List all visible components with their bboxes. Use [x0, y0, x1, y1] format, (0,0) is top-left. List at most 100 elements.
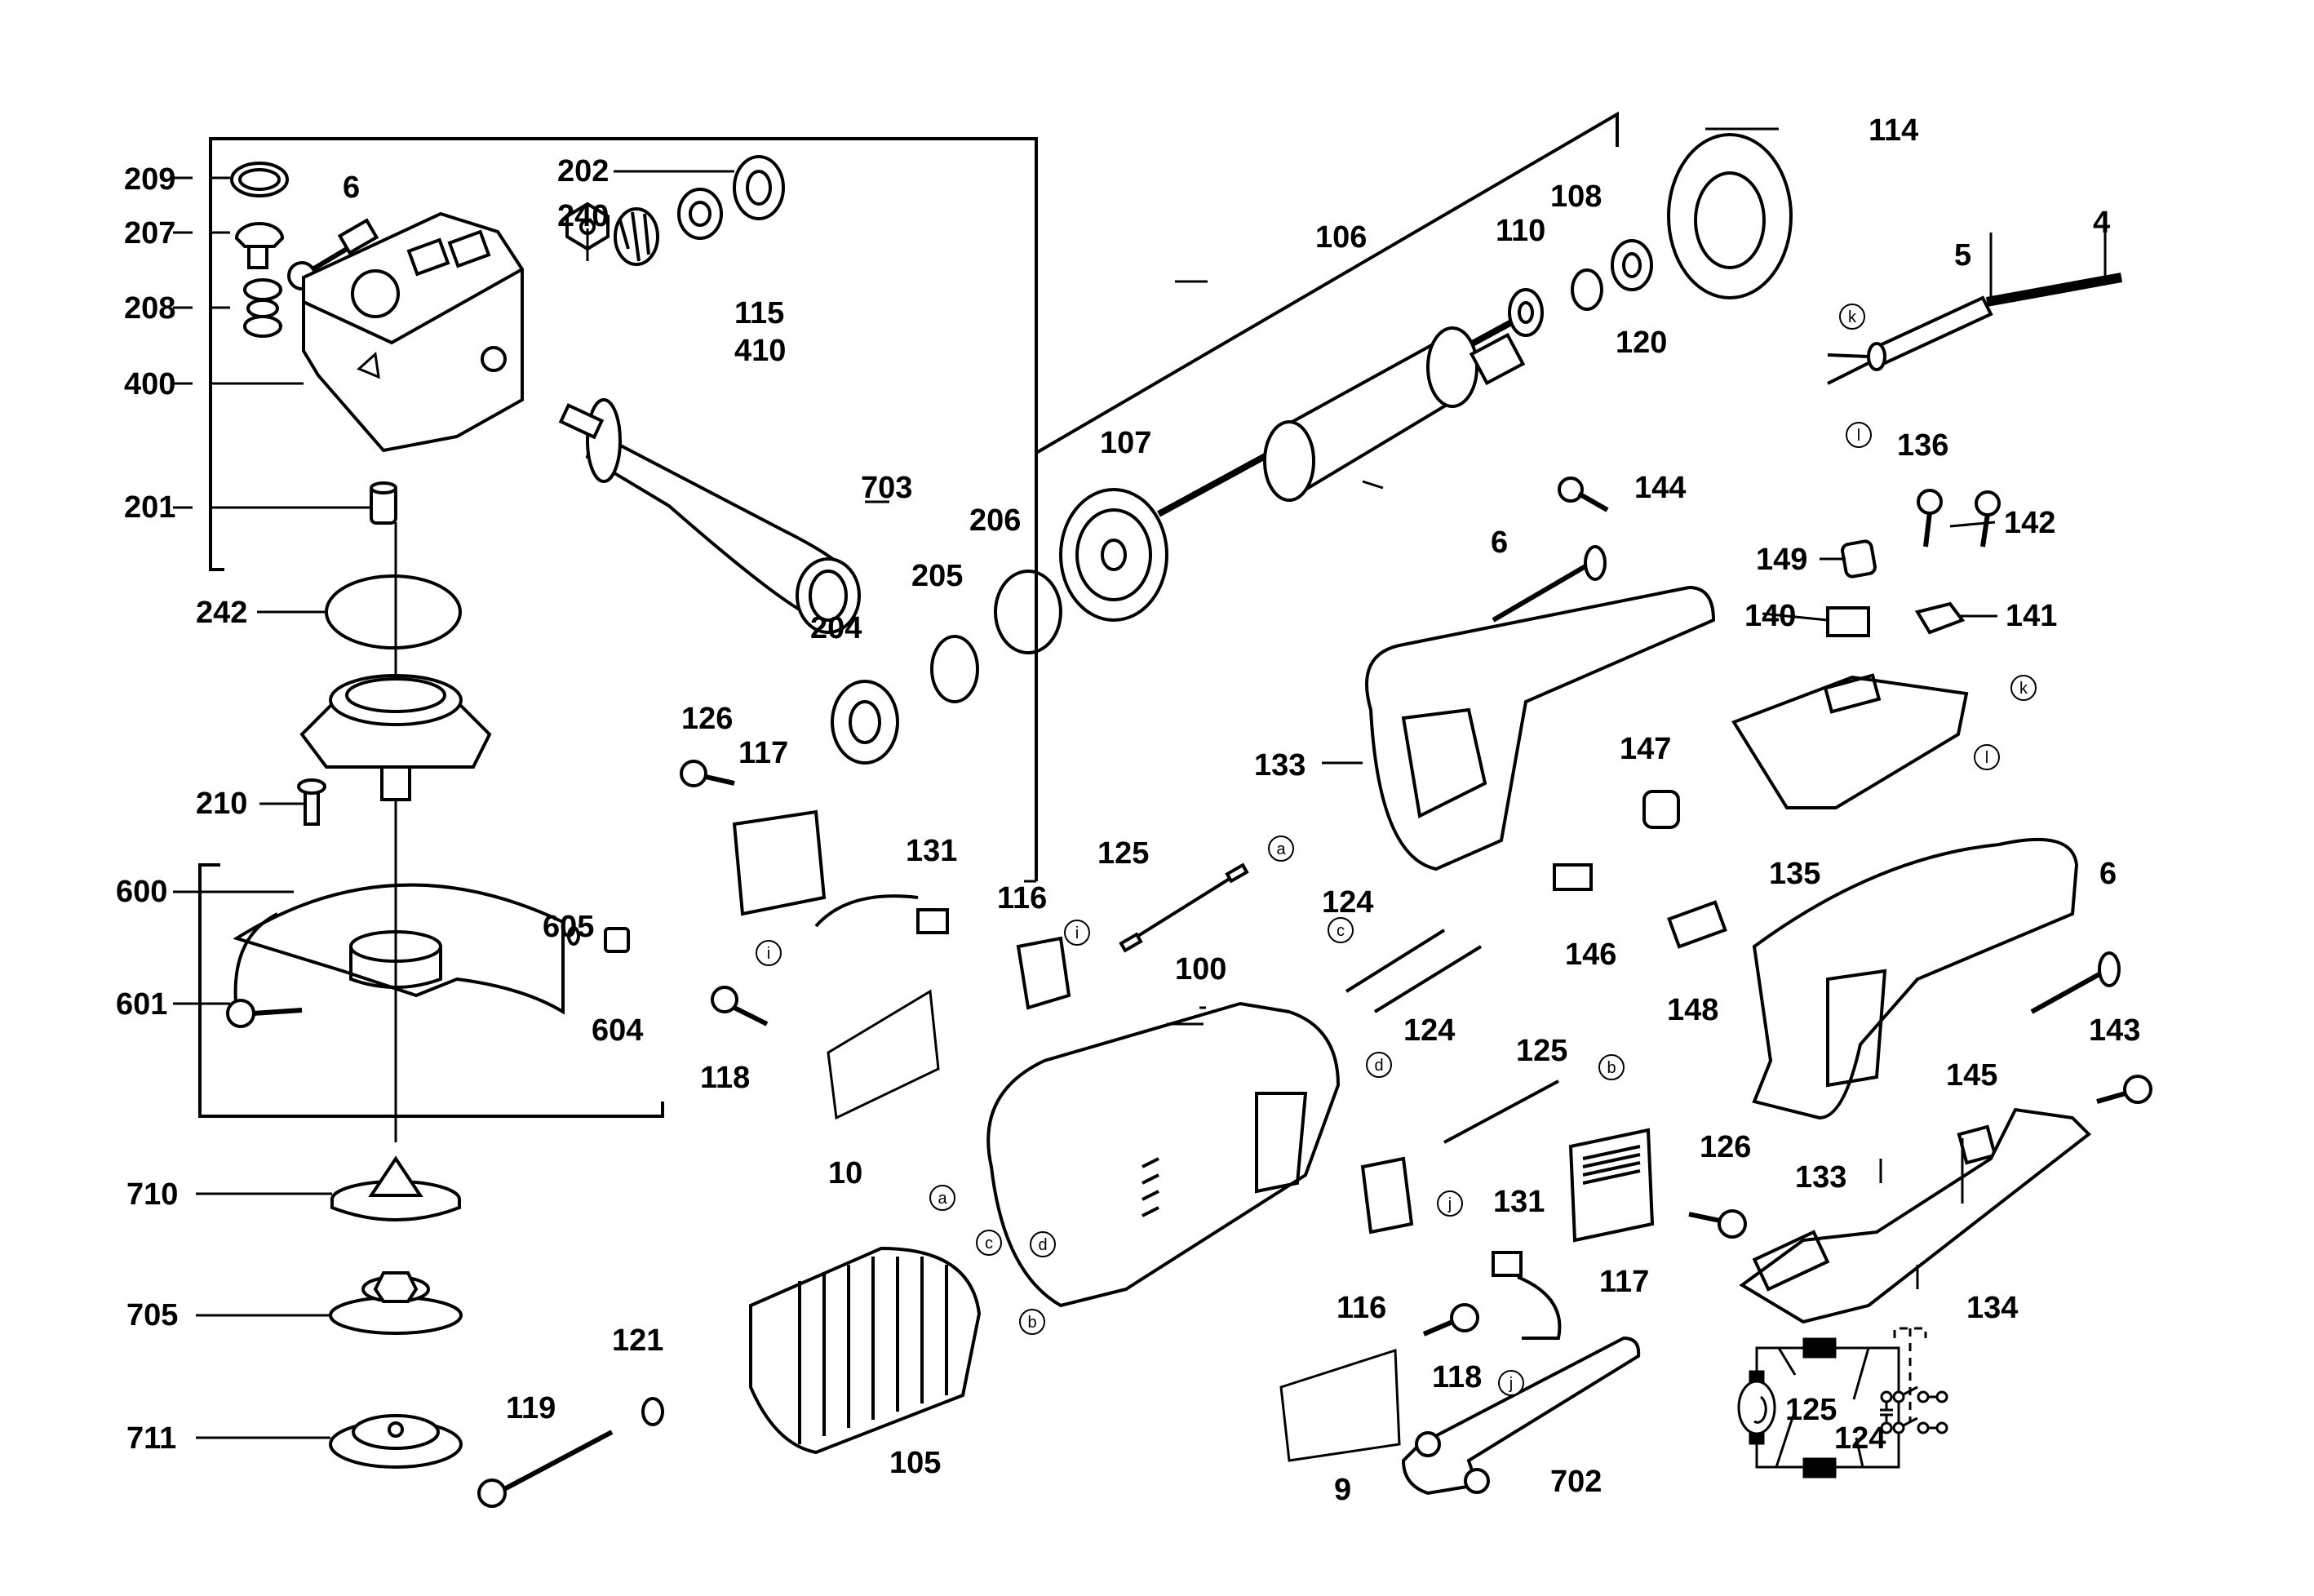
part-133-handle-half-upper	[1365, 585, 1716, 871]
part-10-label	[827, 989, 940, 1120]
label-6: 6	[343, 171, 360, 205]
label-140: 140	[1744, 599, 1796, 633]
part-116-brush-holder-lower	[1360, 1156, 1414, 1235]
svg-text:l: l	[1985, 749, 1988, 767]
label-110: 110	[1496, 214, 1545, 248]
label-202: 202	[557, 154, 609, 188]
label-204: 204	[810, 611, 862, 645]
part-600-wheel-guard	[233, 883, 565, 1015]
label-141: 141	[2006, 599, 2057, 633]
svg-text:c: c	[985, 1235, 993, 1252]
svg-text:b: b	[1607, 1059, 1616, 1077]
svg-text:j: j	[1509, 1375, 1513, 1393]
part-124-wire-c	[1345, 929, 1446, 993]
part-144-screw	[1558, 477, 1609, 512]
label-125-lower: 125	[1516, 1034, 1567, 1068]
label-133-lower: 133	[1795, 1160, 1846, 1195]
label-410: 410	[734, 334, 786, 368]
label-147: 147	[1620, 732, 1671, 766]
label-210: 210	[196, 787, 247, 821]
label-124-schematic: 124	[1834, 1421, 1886, 1456]
svg-text:c: c	[1337, 922, 1345, 940]
part-126-screw-upper	[680, 760, 735, 787]
part-208-spring	[243, 278, 282, 338]
part-134-handle-bail	[1739, 1107, 2092, 1324]
guard-assembly-frame	[198, 863, 664, 1118]
part-711-quick-nut	[329, 1414, 463, 1469]
connector-d-upper: d	[1366, 1052, 1392, 1078]
label-125-upper: 125	[1097, 836, 1149, 871]
label-9: 9	[1334, 1473, 1351, 1507]
label-124-d: 124	[1403, 1013, 1455, 1048]
label-240: 240	[557, 199, 609, 233]
label-400: 400	[124, 367, 175, 401]
connector-b-upper: b	[1598, 1054, 1625, 1080]
svg-text:i: i	[767, 945, 770, 963]
connector-letters: a a b b c c d d i i j j k k l l	[756, 304, 2037, 1396]
part-119-screw	[477, 1430, 614, 1508]
part-604-nut	[604, 927, 630, 953]
svg-text:b: b	[1027, 1314, 1036, 1332]
label-207: 207	[124, 216, 175, 250]
label-208: 208	[124, 291, 175, 326]
part-133-handle-half-lower	[1752, 837, 2079, 1120]
part-117-brush-cover-lower	[1568, 1128, 1655, 1243]
label-134: 134	[1966, 1291, 2018, 1325]
label-125-schematic: 125	[1785, 1393, 1837, 1427]
part-410-pinion	[614, 207, 659, 266]
part-209-oring	[230, 162, 289, 197]
label-148: 148	[1667, 993, 1718, 1027]
label-149: 149	[1756, 543, 1807, 577]
leader-lines	[173, 127, 2107, 1439]
label-136: 136	[1897, 428, 1948, 463]
part-204-bearing	[831, 680, 899, 765]
label-206: 206	[969, 503, 1021, 538]
label-105: 105	[889, 1446, 941, 1480]
label-710: 710	[126, 1177, 178, 1212]
connector-l-lower: l	[1974, 744, 2000, 770]
label-146: 146	[1565, 938, 1616, 972]
label-145: 145	[1946, 1058, 1997, 1093]
label-209: 209	[124, 162, 175, 197]
connector-a-upper: a	[1268, 836, 1294, 862]
part-100-motor-housing	[986, 1001, 1341, 1308]
label-605: 605	[543, 910, 594, 944]
part-705-clamp-nut	[329, 1271, 463, 1335]
connector-k-lower: k	[2010, 675, 2037, 701]
label-106: 106	[1315, 220, 1367, 255]
label-126-upper: 126	[681, 702, 733, 736]
part-242-oring	[325, 574, 462, 649]
connector-k-upper: k	[1839, 304, 1865, 330]
gearhead-assembly-frame	[209, 137, 1038, 883]
part-106-armature	[1157, 307, 1536, 517]
part-110-bearing	[1508, 288, 1544, 337]
part-202-bearing-cap	[733, 155, 785, 220]
svg-text:j: j	[1447, 1195, 1452, 1213]
part-136-screw	[1917, 489, 1943, 548]
label-120: 120	[1616, 326, 1667, 360]
part-117-brush-cover-upper	[732, 809, 827, 916]
label-201: 201	[124, 490, 175, 525]
part-205-washer	[930, 635, 979, 703]
label-116-upper: 116	[997, 881, 1047, 915]
label-117-lower: 117	[1599, 1265, 1649, 1299]
connector-d-lower: d	[1030, 1231, 1056, 1257]
part-125-wire-lower	[1443, 1080, 1559, 1144]
label-600: 600	[116, 875, 167, 909]
part-145-plate	[1957, 1124, 1997, 1165]
label-117-upper: 117	[738, 736, 788, 770]
label-108: 108	[1550, 180, 1602, 214]
part-118-screw-upper	[711, 986, 769, 1026]
part-4-power-cord	[1827, 273, 2123, 385]
part-601-clamp-screw	[226, 912, 303, 1028]
label-119: 119	[506, 1391, 556, 1425]
svg-text:d: d	[1374, 1057, 1383, 1075]
part-147-spring-sleeve	[1642, 790, 1680, 829]
part-148-plate	[1667, 900, 1727, 949]
part-6-screw-handle-upper	[1492, 545, 1607, 623]
label-115: 115	[734, 296, 784, 330]
label-702: 702	[1550, 1465, 1602, 1499]
part-125-wire-upper	[1119, 862, 1249, 953]
label-118-upper: 118	[700, 1061, 750, 1095]
